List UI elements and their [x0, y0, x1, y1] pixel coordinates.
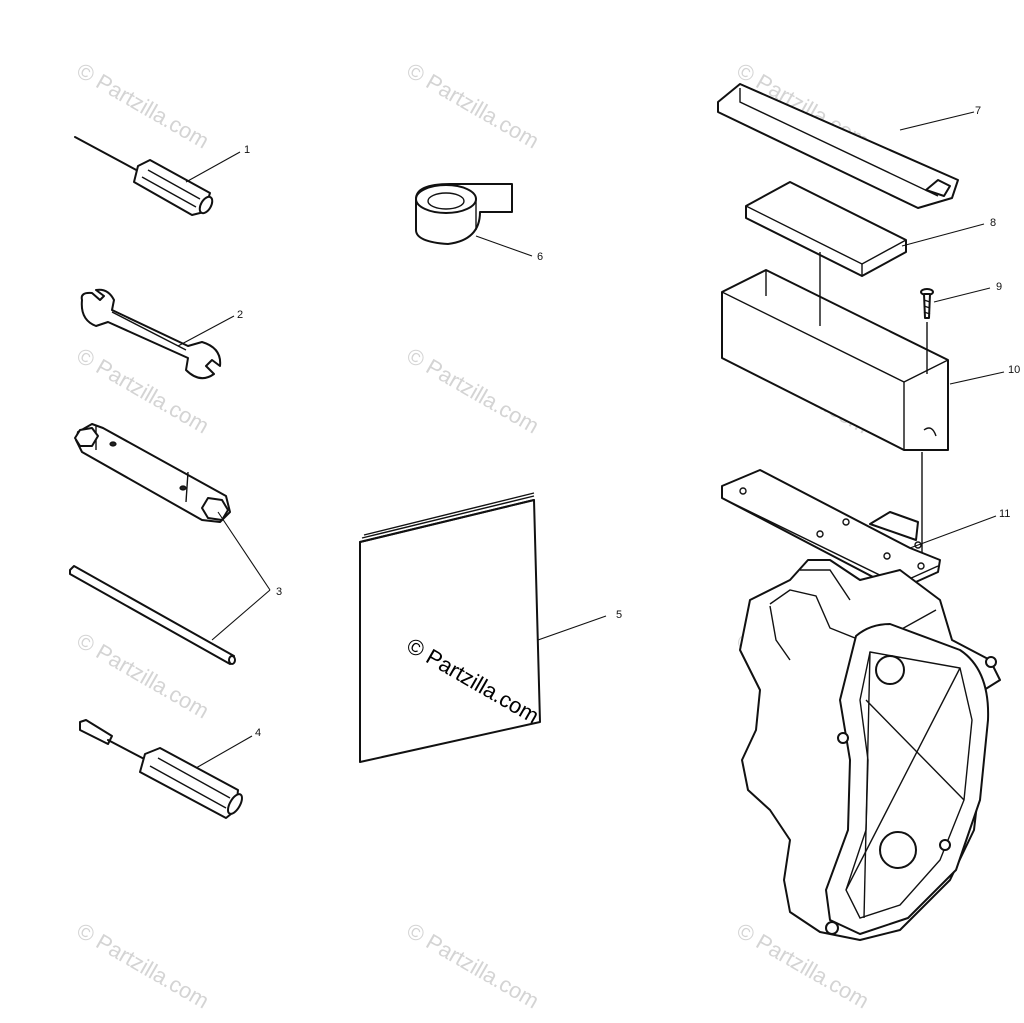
tommy-bar — [69, 565, 236, 665]
toolbox-lid — [717, 83, 959, 209]
owners-manual — [359, 492, 541, 763]
callout-3: 3 — [276, 586, 282, 598]
watermark: © Partzilla.com — [403, 58, 544, 154]
tape-roll — [415, 183, 513, 245]
callout-labels: 1 2 3 4 5 6 7 8 9 10 11 — [237, 105, 1020, 739]
callout-8: 8 — [990, 217, 996, 229]
callout-1: 1 — [244, 144, 250, 156]
callout-6: 6 — [537, 251, 543, 263]
callout-9: 9 — [996, 281, 1002, 293]
callout-4: 4 — [255, 727, 261, 739]
open-end-wrench — [80, 288, 222, 380]
screwdriver-small — [74, 136, 214, 216]
assembly-guide-lines — [819, 252, 928, 560]
watermark: © Partzilla.com — [403, 918, 544, 1014]
toolbox-tray — [721, 269, 949, 451]
screw — [920, 288, 934, 319]
callout-11: 11 — [999, 508, 1010, 520]
foam-pad — [745, 181, 907, 277]
watermark: © Partzilla.com — [403, 343, 544, 439]
screwdriver-large — [79, 719, 243, 819]
callout-7: 7 — [975, 105, 981, 117]
callout-10: 10 — [1008, 364, 1020, 376]
watermark: © Partzilla.com — [73, 918, 214, 1014]
mounting-bracket — [721, 469, 941, 591]
callout-5: 5 — [616, 609, 622, 621]
leader-lines — [177, 111, 1005, 769]
tube-wrench — [74, 423, 231, 523]
chaincase-housing — [739, 559, 1001, 941]
watermark: © Partzilla.com — [73, 58, 214, 154]
callout-2: 2 — [237, 309, 243, 321]
